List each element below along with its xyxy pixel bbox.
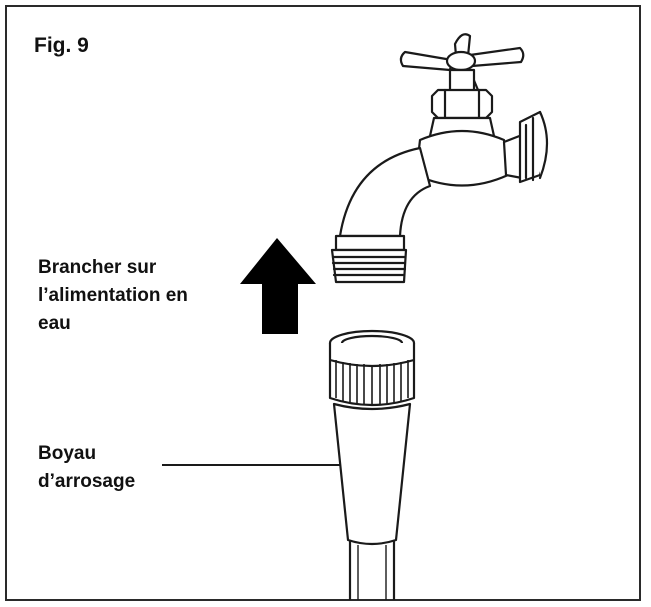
garden-hose-label: Boyau d’arrosage	[38, 440, 168, 496]
connect-water-label: Brancher sur l’alimentation en eau	[38, 254, 238, 338]
connect-label-line-1: Brancher sur	[38, 257, 157, 278]
garden-hose-icon	[328, 329, 416, 600]
connect-label-line-3: eau	[38, 313, 71, 334]
arrow-up-icon	[240, 238, 316, 334]
figure-label: Fig. 9	[34, 34, 89, 57]
connect-label-line-2: l’alimentation en	[38, 285, 188, 306]
figure-frame	[5, 5, 641, 601]
faucet-icon	[330, 33, 549, 284]
hose-label-line-1: Boyau	[38, 443, 97, 464]
hose-label-line-2: d’arrosage	[38, 471, 136, 492]
